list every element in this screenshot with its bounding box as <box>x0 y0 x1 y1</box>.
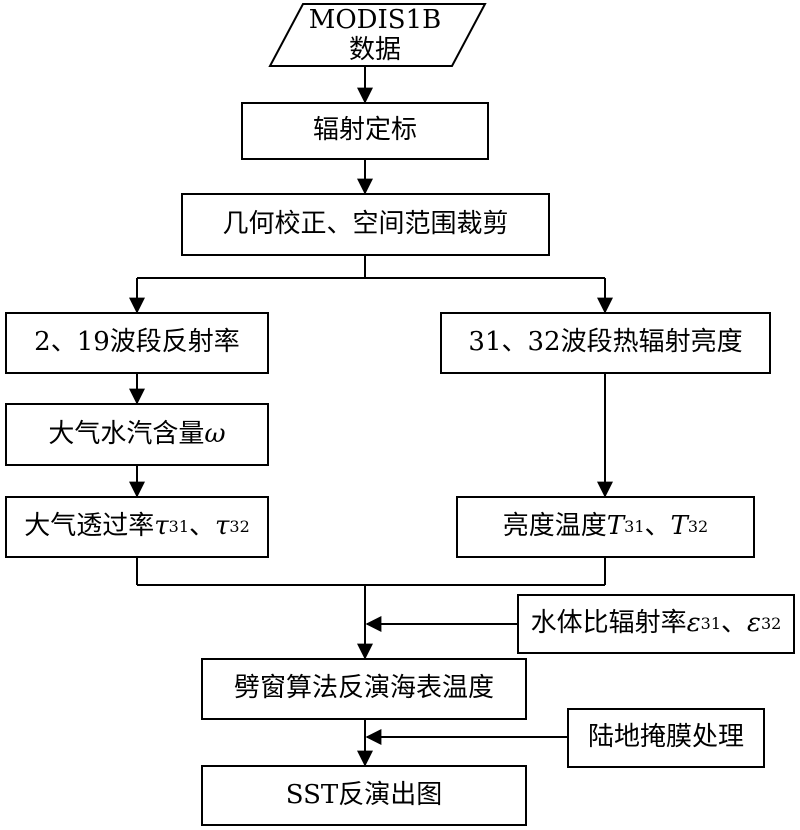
split-window-label: 劈窗算法反演海表温度 <box>233 673 494 704</box>
emissivity-separator: 、 <box>721 608 748 639</box>
land-mask-label: 陆地掩膜处理 <box>587 722 744 753</box>
emissivity-sub-2: 32 <box>760 613 782 633</box>
bright-temp-separator: 、 <box>644 511 671 542</box>
geocorrection-box: 几何校正、空间范围裁剪 <box>181 193 550 256</box>
reflectance-label: 2、19波段反射率 <box>34 327 240 358</box>
water-vapor-label: 大气水汽含量 <box>48 418 205 449</box>
transmittance-separator: 、 <box>189 511 216 542</box>
bright-temp-sub-1: 31 <box>624 516 645 536</box>
radiance-label: 31、32波段热辐射亮度 <box>468 327 743 358</box>
bright-temp-symbol-1: T <box>606 511 625 542</box>
modis-input-shape <box>268 3 487 67</box>
calibration-box: 辐射定标 <box>241 102 489 160</box>
sst-map-box: SST反演出图 <box>201 765 527 826</box>
sst-map-label: SST反演出图 <box>285 779 443 810</box>
emissivity-label: 水体比辐射率 <box>530 608 687 639</box>
modis-input-label: MODIS1B 数据 <box>290 5 460 66</box>
transmittance-sub-1: 31 <box>168 516 189 536</box>
bright-temp-label: 亮度温度 <box>502 511 607 542</box>
calibration-label: 辐射定标 <box>312 115 417 146</box>
transmittance-symbol-2: τ <box>215 511 230 542</box>
modis-label-line2: 数据 <box>348 35 401 65</box>
split-window-box: 劈窗算法反演海表温度 <box>201 658 527 720</box>
bright-temp-sub-2: 32 <box>687 516 709 536</box>
water-vapor-symbol: ω <box>204 418 226 449</box>
emissivity-symbol-1: ε <box>686 608 701 639</box>
transmittance-sub-2: 32 <box>229 516 250 536</box>
radiance-box: 31、32波段热辐射亮度 <box>440 312 771 374</box>
transmittance-label: 大气透过率 <box>24 511 155 542</box>
modis-label-line1: MODIS1B <box>308 5 442 36</box>
geocorrection-label: 几何校正、空间范围裁剪 <box>222 208 509 239</box>
emissivity-symbol-2: ε <box>747 608 761 639</box>
land-mask-box: 陆地掩膜处理 <box>567 708 765 768</box>
reflectance-box: 2、19波段反射率 <box>5 312 269 374</box>
transmittance-symbol-1: τ <box>154 511 169 542</box>
bright-temp-symbol-2: T <box>670 511 688 542</box>
emissivity-sub-1: 31 <box>700 613 721 633</box>
